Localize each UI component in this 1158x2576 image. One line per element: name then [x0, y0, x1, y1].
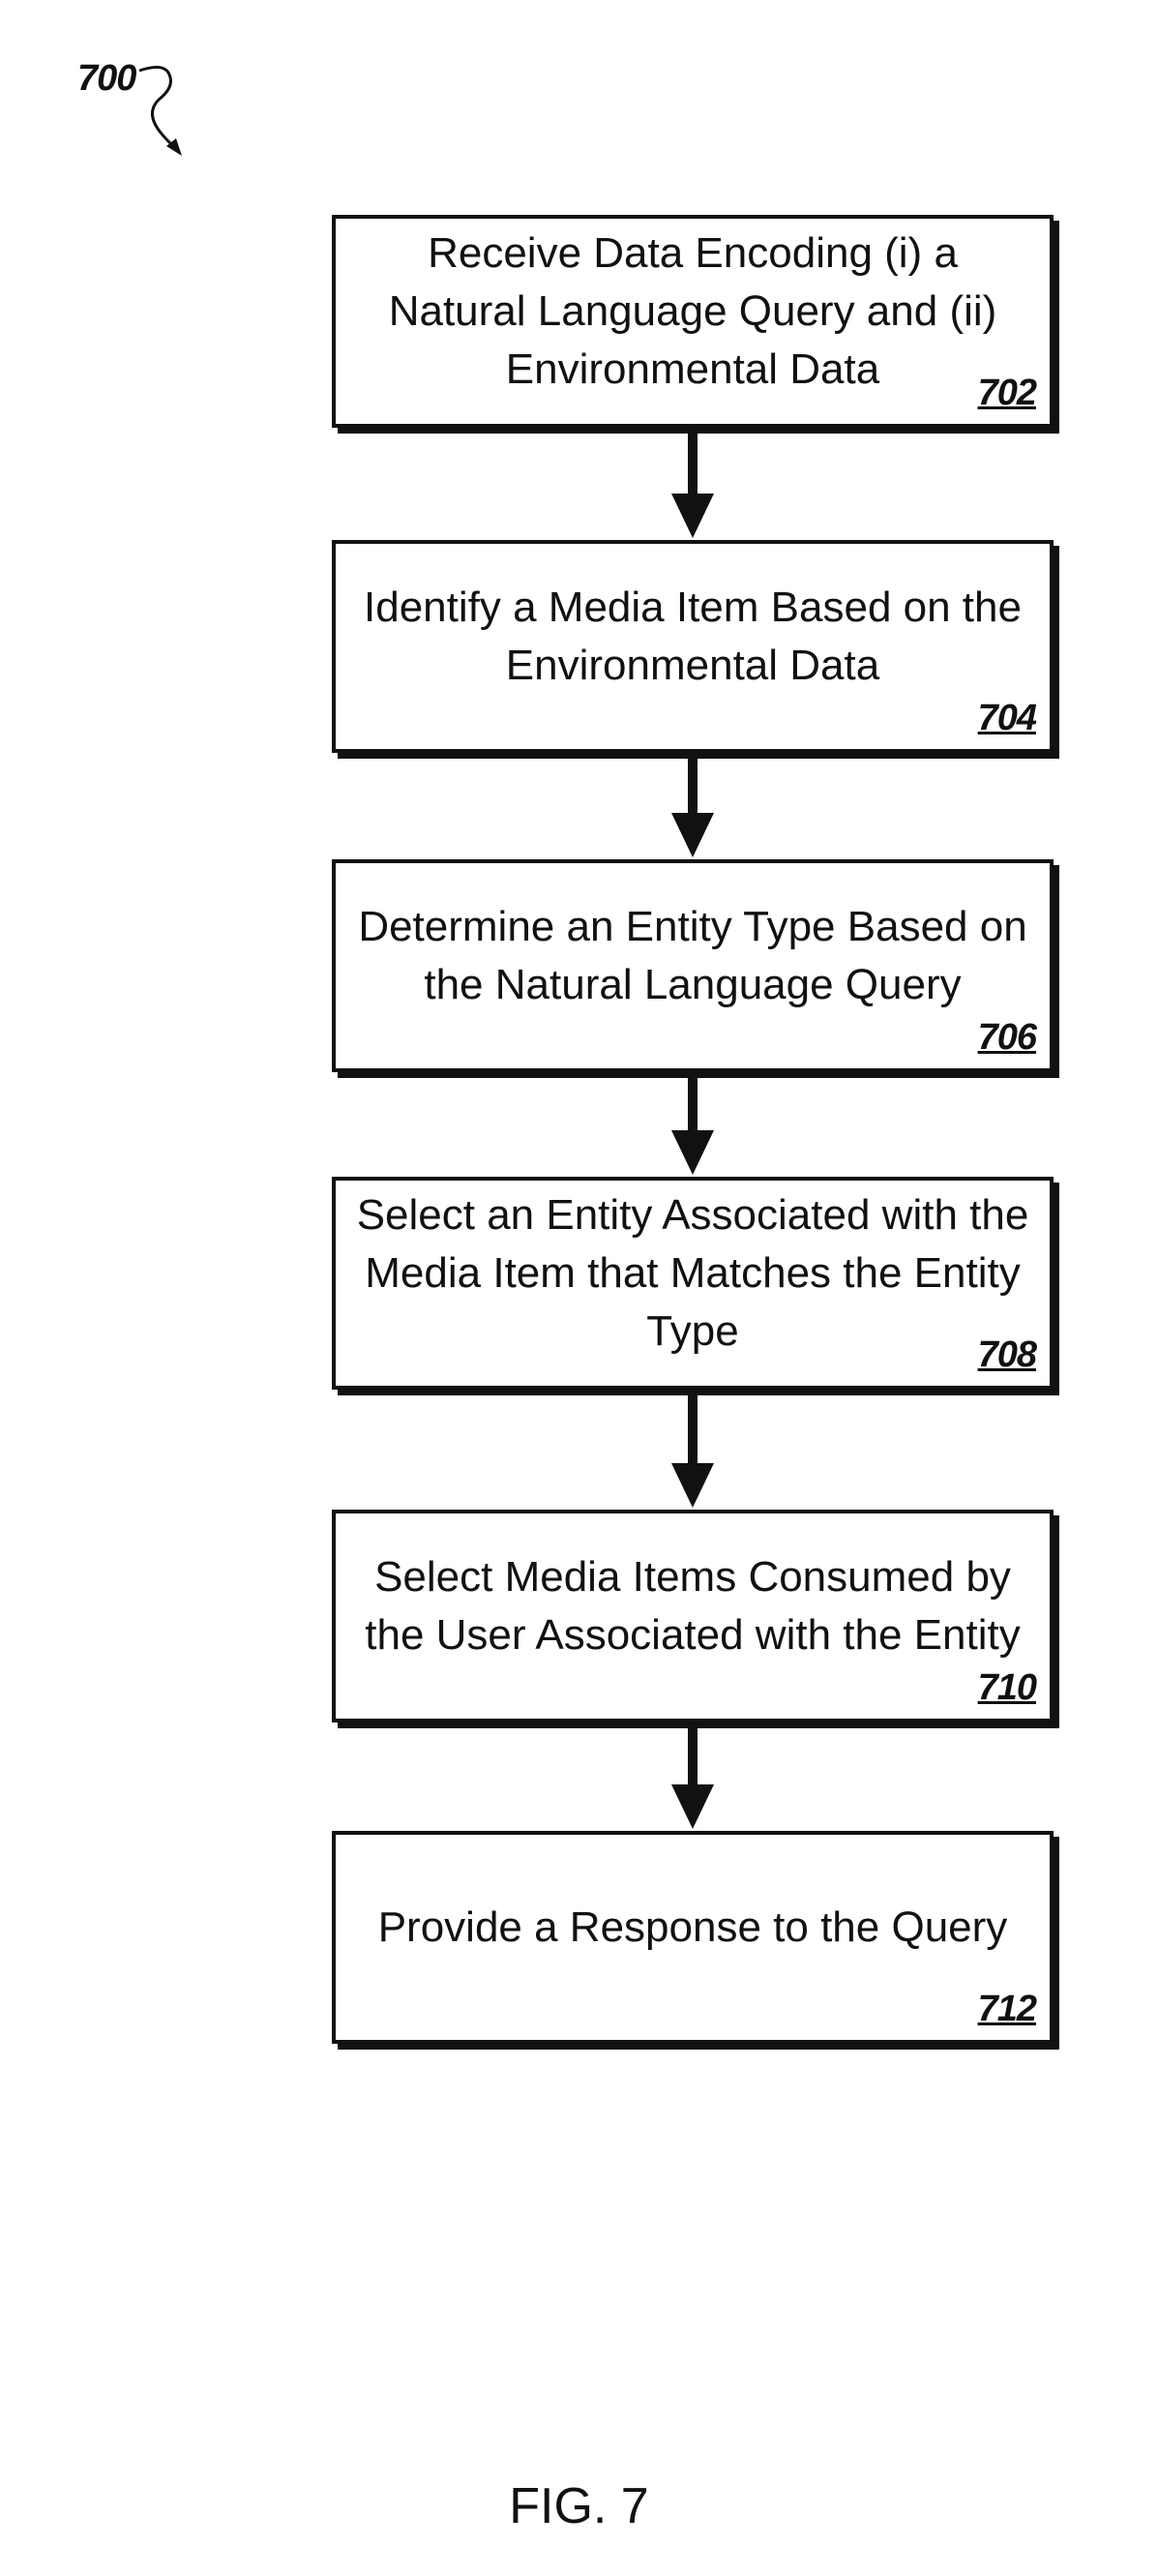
step-number: 704 — [978, 698, 1036, 739]
arrow-706-to-708 — [671, 1078, 714, 1175]
figure-reference-number: 700 — [77, 58, 135, 100]
arrow-710-to-712 — [671, 1728, 714, 1829]
step-number: 702 — [978, 373, 1036, 414]
step-number: 706 — [978, 1017, 1036, 1059]
step-box-710: Select Media Items Consumed by the User … — [332, 1510, 1054, 1722]
reference-pointer-arrow-icon — [135, 63, 193, 169]
step-text: Select Media Items Consumed by the User … — [355, 1533, 1030, 1680]
step-box-702: Receive Data Encoding (i) a Natural Lang… — [332, 215, 1054, 428]
step-box-712: Provide a Response to the Query 712 — [332, 1831, 1054, 2044]
figure-caption: FIG. 7 — [0, 2477, 1158, 2535]
step-number: 710 — [978, 1667, 1036, 1709]
arrow-708-to-710 — [671, 1395, 714, 1508]
step-text: Determine an Entity Type Based on the Na… — [355, 883, 1030, 1030]
step-text: Identify a Media Item Based on the Envir… — [355, 563, 1030, 710]
step-number: 712 — [978, 1989, 1036, 2030]
step-box-708: Select an Entity Associated with the Med… — [332, 1177, 1054, 1390]
step-box-704: Identify a Media Item Based on the Envir… — [332, 540, 1054, 753]
step-number: 708 — [978, 1334, 1036, 1376]
step-box-706: Determine an Entity Type Based on the Na… — [332, 859, 1054, 1072]
step-text: Select an Entity Associated with the Med… — [355, 1200, 1030, 1347]
step-text: Receive Data Encoding (i) a Natural Lang… — [355, 238, 1030, 385]
step-text: Provide a Response to the Query — [355, 1854, 1030, 2001]
arrow-702-to-704 — [671, 434, 714, 538]
arrow-704-to-706 — [671, 759, 714, 857]
